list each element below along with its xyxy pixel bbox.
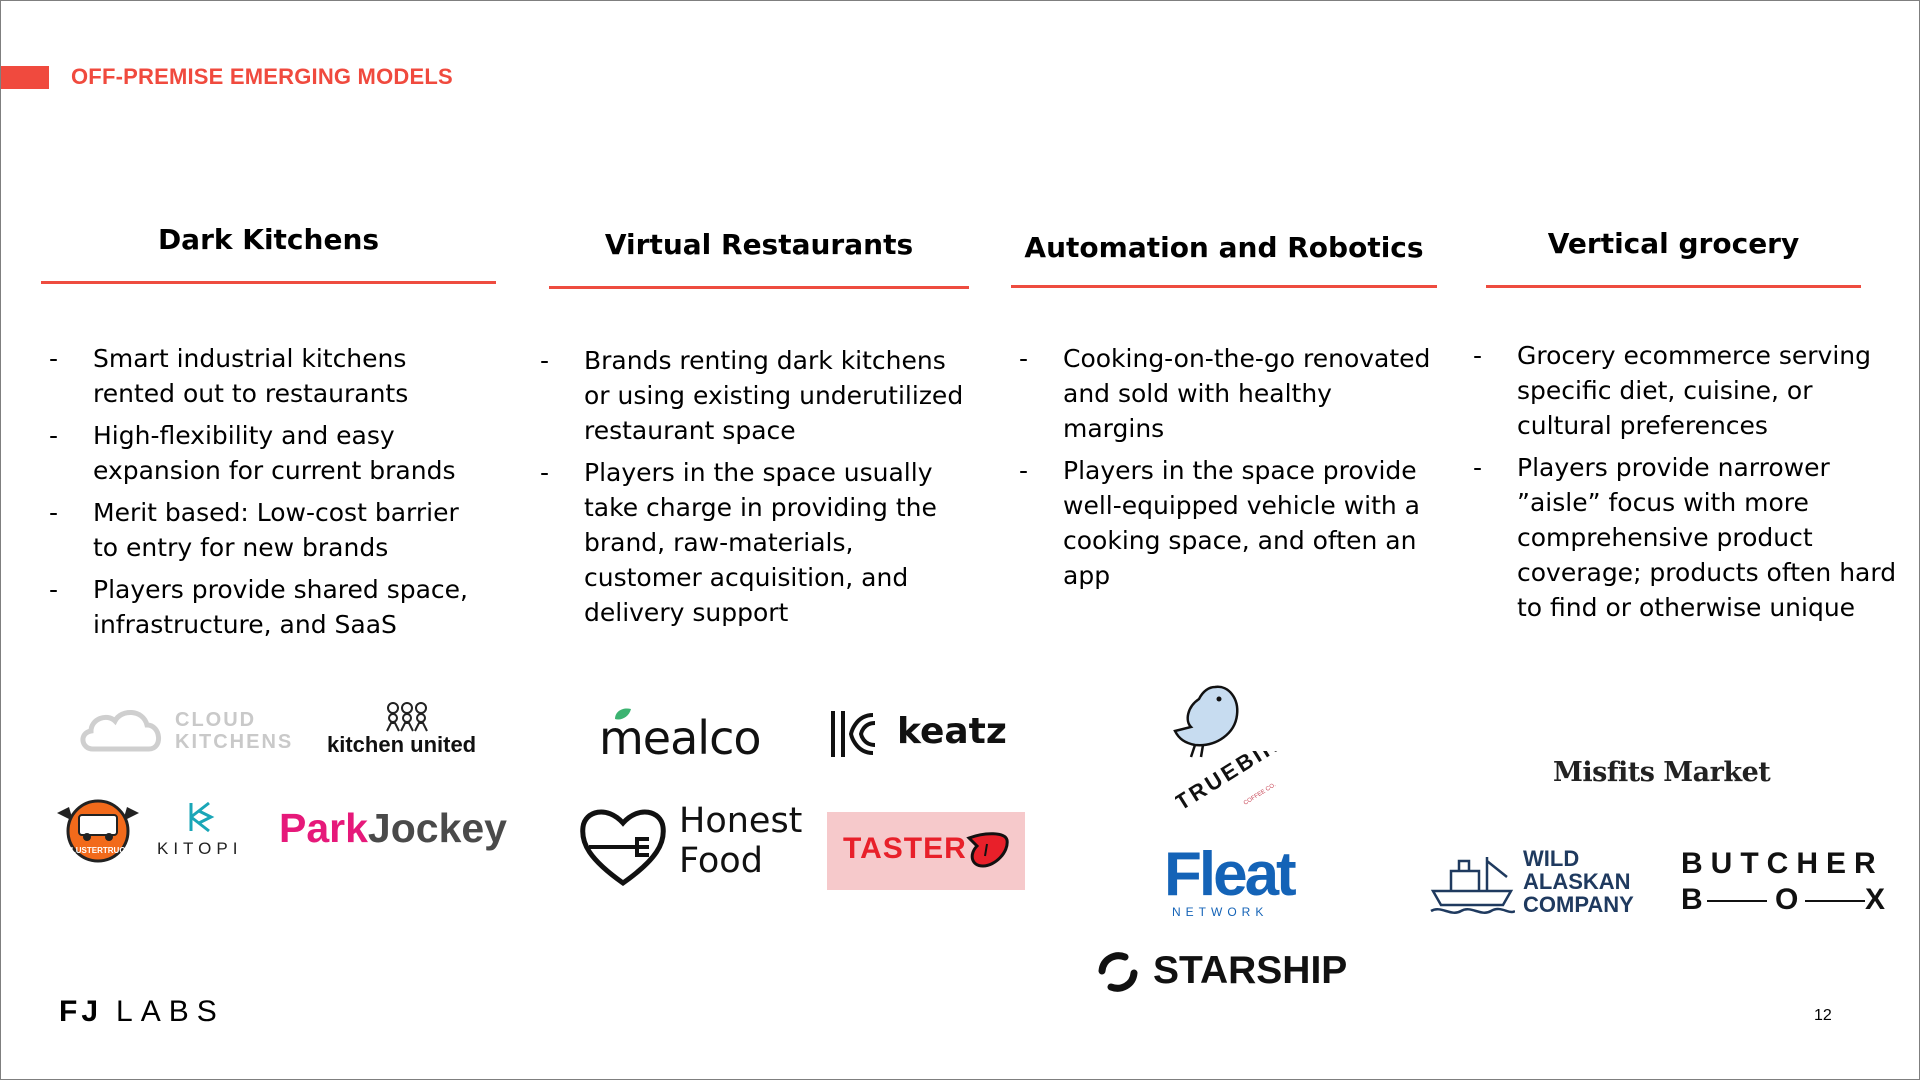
k-icon [189,801,215,833]
list-item: -Cooking-on-the-go renovated and sold wi… [1019,344,1431,443]
column-divider [1486,285,1861,288]
heart-fork-icon [580,809,666,887]
wild-alaskan-logo: WILD ALASKAN COMPANY [1429,847,1649,917]
list-item: -Players provide shared space, infrastru… [49,575,468,639]
chefs-icon [386,702,428,732]
honest-food-logo: Honest Food [579,801,802,891]
vertical-grocery-bullets: -Grocery ecommerce serving specific diet… [1473,338,1898,632]
boat-icon [1430,857,1515,914]
kitchen-united-logo: kitchen united [327,698,487,762]
list-item: -High-flexibility and easy expansion for… [49,421,456,485]
svg-text:COFFEE CO.: COFFEE CO. [1243,782,1278,807]
column-divider [549,286,969,289]
truebird-logo: TRUEBIRD COFFEE CO. [1171,681,1301,821]
column-heading-dark-kitchens: Dark Kitchens [157,223,380,256]
mealco-logo: mealco [599,707,789,767]
list-item: -Grocery ecommerce serving specific diet… [1473,341,1871,440]
list-item: -Players in the space provide well-equip… [1019,456,1421,590]
list-item: -Players in the space usually take charg… [540,458,937,627]
truebird-wordmark: TRUEBIRD COFFEE CO. [1175,751,1300,815]
column-heading-vertical-grocery: Vertical grocery [1547,227,1800,260]
kitopi-logo: KITOPI [157,801,257,861]
column-heading-virtual-restaurants: Virtual Restaurants [604,228,914,261]
keatz-logo: keatz [829,709,1029,765]
dark-kitchens-bullets: -Smart industrial kitchens rented out to… [49,341,489,649]
tongue-icon [966,832,1009,868]
slide-title: OFF-PREMISE EMERGING MODELS [71,64,453,89]
fleat-logo: Fleat NETWORK [1164,840,1297,919]
list-item: -Merit based: Low-cost barrier to entry … [49,498,459,562]
column-heading-automation-robotics: Automation and Robotics [1024,231,1424,264]
automation-robotics-bullets: -Cooking-on-the-go renovated and sold wi… [1019,341,1439,600]
title-accent-bar [1,66,49,89]
svg-text:TRUEBIRD: TRUEBIRD [1175,751,1300,815]
cloud-kitchens-logo: CLOUD KITCHENS [77,701,297,761]
column-divider [1011,285,1437,288]
clustertruck-logo: CLUSTERTRUCK [55,791,141,865]
leaf-icon [615,708,631,720]
list-item: -Players provide narrower ”aisle” focus … [1473,453,1897,622]
page-number: 12 [1814,1007,1832,1024]
misfits-market-logo: Misfits Market [1553,757,1771,788]
truck-badge-icon: CLUSTERTRUCK [57,799,139,863]
starship-icon [1098,952,1138,992]
butcherbox-logo: BUTCHER B O X [1681,847,1886,916]
parkjockey-logo: ParkJockey [279,805,507,851]
keatz-mark-icon [831,711,876,757]
taster-logo: TASTER [827,812,1025,890]
cloud-icon [80,710,161,752]
svg-text:CLUSTERTRUCK: CLUSTERTRUCK [65,846,131,855]
list-item: -Smart industrial kitchens rented out to… [49,344,409,408]
bird-icon [1173,685,1239,758]
starship-logo: STARSHIP [1097,949,1357,997]
virtual-restaurants-bullets: -Brands renting dark kitchens or using e… [540,343,970,637]
list-item: -Brands renting dark kitchens or using e… [540,346,964,445]
column-divider [41,281,496,284]
